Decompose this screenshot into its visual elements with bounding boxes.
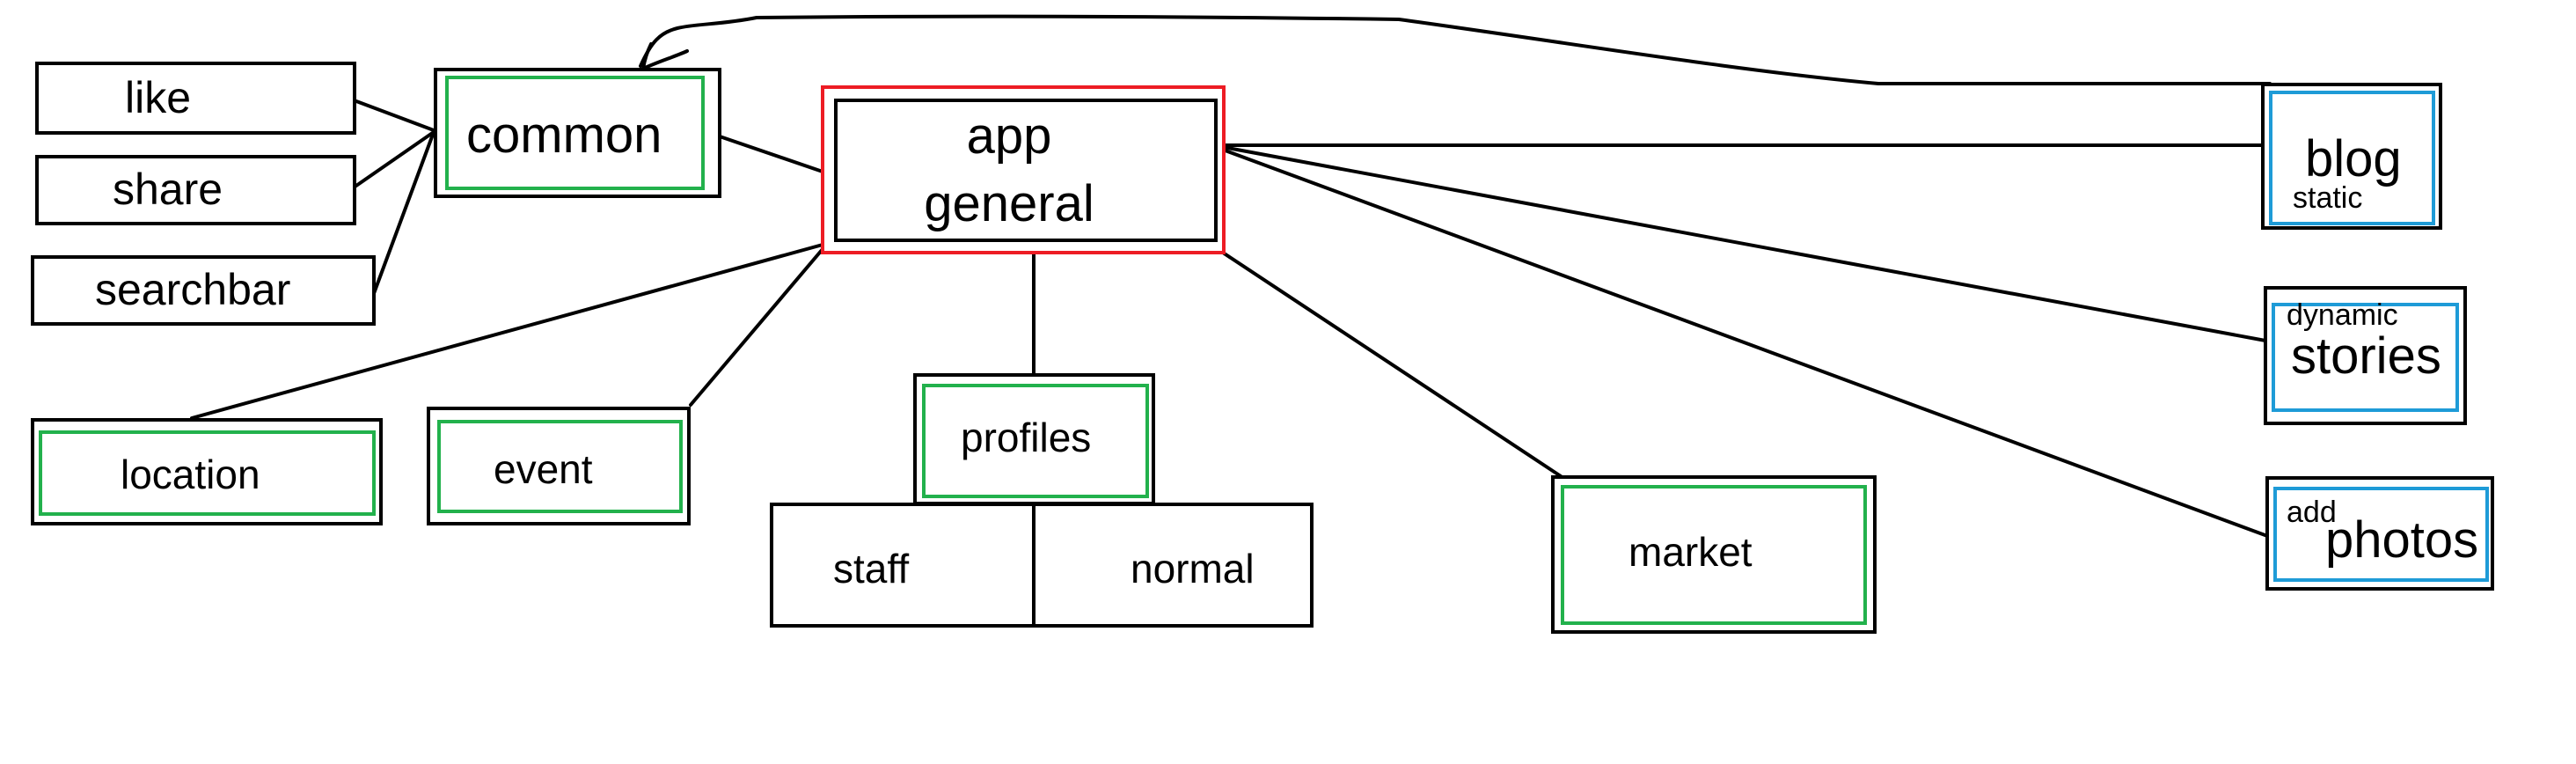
market-inner-frame [1561, 485, 1867, 625]
market-box[interactable]: market [1551, 475, 1877, 634]
event-label: event [494, 446, 593, 492]
edge-appgeneral-photos [1221, 148, 2272, 539]
searchbar-label: searchbar [95, 265, 291, 314]
stories-label: stories [2291, 327, 2441, 385]
edge-searchbar-common [371, 130, 435, 298]
profiles-box[interactable]: profiles [913, 373, 1155, 505]
stories-box[interactable]: dynamic stories [2264, 286, 2467, 425]
location-box[interactable]: location [31, 418, 383, 525]
common-label: common [466, 107, 662, 164]
event-inner-frame [437, 420, 683, 513]
photos-label: photos [2325, 511, 2479, 569]
location-inner-frame [39, 430, 376, 516]
market-label: market [1628, 529, 1753, 575]
photos-inner-frame [2273, 487, 2489, 582]
app-general-outer-frame[interactable]: app general [821, 85, 1226, 254]
photos-box[interactable]: add photos [2265, 476, 2494, 591]
edge-share-common [352, 130, 435, 189]
blog-box[interactable]: blog static [2261, 83, 2442, 230]
normal-label: normal [1131, 546, 1255, 591]
staff-box[interactable]: staff [770, 503, 1036, 628]
profiles-inner-frame [922, 384, 1149, 498]
share-box[interactable]: share [35, 155, 356, 225]
staff-label: staff [833, 546, 910, 591]
edge-appgeneral-market [1221, 251, 1568, 481]
stories-inner-frame [2272, 303, 2459, 412]
blog-sublabel: static [2293, 181, 2363, 215]
common-box[interactable]: common [434, 68, 721, 198]
like-label: like [125, 73, 192, 122]
blog-inner-frame [2269, 91, 2435, 225]
edge-like-common [355, 99, 435, 132]
app-general-label-line2: general [924, 175, 1094, 232]
like-box[interactable]: like [35, 62, 356, 135]
searchbar-box[interactable]: searchbar [31, 255, 376, 326]
edge-blog-common [639, 14, 2272, 85]
arrowhead-common [641, 42, 689, 70]
app-general-label-line1: app [966, 107, 1052, 165]
location-label: location [121, 452, 260, 497]
blog-label: blog [2305, 130, 2402, 187]
edge-appgeneral-stories [1221, 145, 2267, 342]
share-label: share [113, 165, 223, 214]
profiles-label: profiles [961, 415, 1092, 460]
edge-common-appgeneral [718, 135, 824, 173]
edge-appgeneral-event [689, 247, 824, 407]
common-inner-frame [445, 76, 705, 190]
photos-sublabel: add [2287, 496, 2337, 529]
normal-box[interactable]: normal [1032, 503, 1314, 628]
edge-appgeneral-location [190, 243, 824, 420]
stories-sublabel: dynamic [2287, 298, 2398, 332]
event-box[interactable]: event [427, 407, 691, 525]
app-general-box [834, 99, 1218, 242]
